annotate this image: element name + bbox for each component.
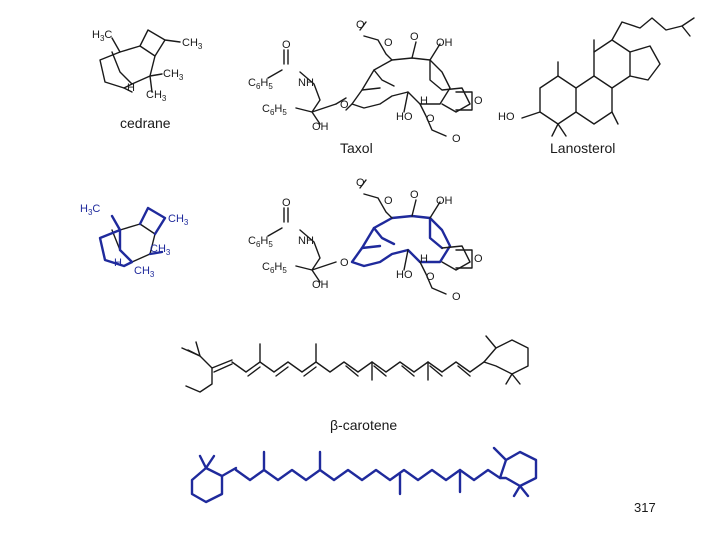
taxol-highlighted-structure: O C6H5 NH C6H5 OH O O O O OH H HO O O O [248,177,483,303]
taxol-oh-1: OH [312,121,329,133]
cedrane-caption: cedrane [120,115,171,131]
taxol-hl-ho: HO [396,269,413,281]
taxol-c6h5-2: C6H5 [262,103,287,117]
taxol-o-2: O [340,99,349,111]
cedrane-h-label: H [127,82,135,94]
beta-carotene-caption: β-carotene [330,417,397,433]
cedrane-h3c-label: H3C [92,29,112,43]
cedrane-hl-h3c-label: H3C [80,203,100,217]
cedrane-hl-ch3-label-2: CH3 [150,243,171,257]
taxol-structure: O C6H5 NH C6H5 OH O O O O OH H HO O O O … [248,19,483,156]
taxol-hl-o-2: O [340,257,349,269]
taxol-o-3: O [356,19,365,31]
taxol-o-1: O [282,39,291,51]
taxol-hl-o-3: O [356,177,365,189]
taxol-hl-oh-1: OH [312,279,329,291]
taxol-hl-o-1: O [282,197,291,209]
cedrane-hl-h-label: H [114,257,122,269]
cedrane-hl-ch3-label-3: CH3 [134,265,155,279]
cedrane-ch3-label-1: CH3 [182,37,203,51]
beta-carotene-structure: β-carotene [181,335,529,433]
taxol-hl-o-5: O [410,189,419,201]
beta-carotene-highlighted-structure [190,446,538,504]
taxol-hl-o-4: O [384,195,393,207]
taxol-o-5: O [410,31,419,43]
taxol-hl-oh-2: OH [436,195,453,207]
cedrane-hl-ch3-label-1: CH3 [168,213,189,227]
taxol-hl-o-8: O [474,253,483,265]
cedrane-ch3-label-3: CH3 [146,89,167,103]
taxol-hl-c6h5-1: C6H5 [248,235,273,249]
taxol-hl-o-7: O [452,291,461,303]
cedrane-structure: H3C CH3 CH3 H CH3 cedrane [92,29,203,131]
taxol-hl-o-6: O [426,271,435,283]
lanosterol-caption: Lanosterol [550,140,615,156]
taxol-o-7: O [452,133,461,145]
taxol-hl-nh: NH [298,235,314,247]
lanosterol-ho: HO [498,111,515,123]
taxol-hl-c6h5-2: C6H5 [262,261,287,275]
taxol-caption: Taxol [340,140,373,156]
taxol-o-4: O [384,37,393,49]
taxol-o-6: O [426,113,435,125]
taxol-hl-h: H [420,253,428,265]
taxol-oh-2: OH [436,37,453,49]
page-number: 317 [634,500,656,515]
cedrane-ch3-label-2: CH3 [163,68,184,82]
taxol-nh: NH [298,77,314,89]
lanosterol-structure: HO Lanosterol [498,17,695,156]
taxol-o-8: O [474,95,483,107]
cedrane-highlighted-structure: H3C CH3 CH3 H CH3 [80,203,189,279]
taxol-ho: HO [396,111,413,123]
taxol-h: H [420,95,428,107]
taxol-c6h5-1: C6H5 [248,77,273,91]
